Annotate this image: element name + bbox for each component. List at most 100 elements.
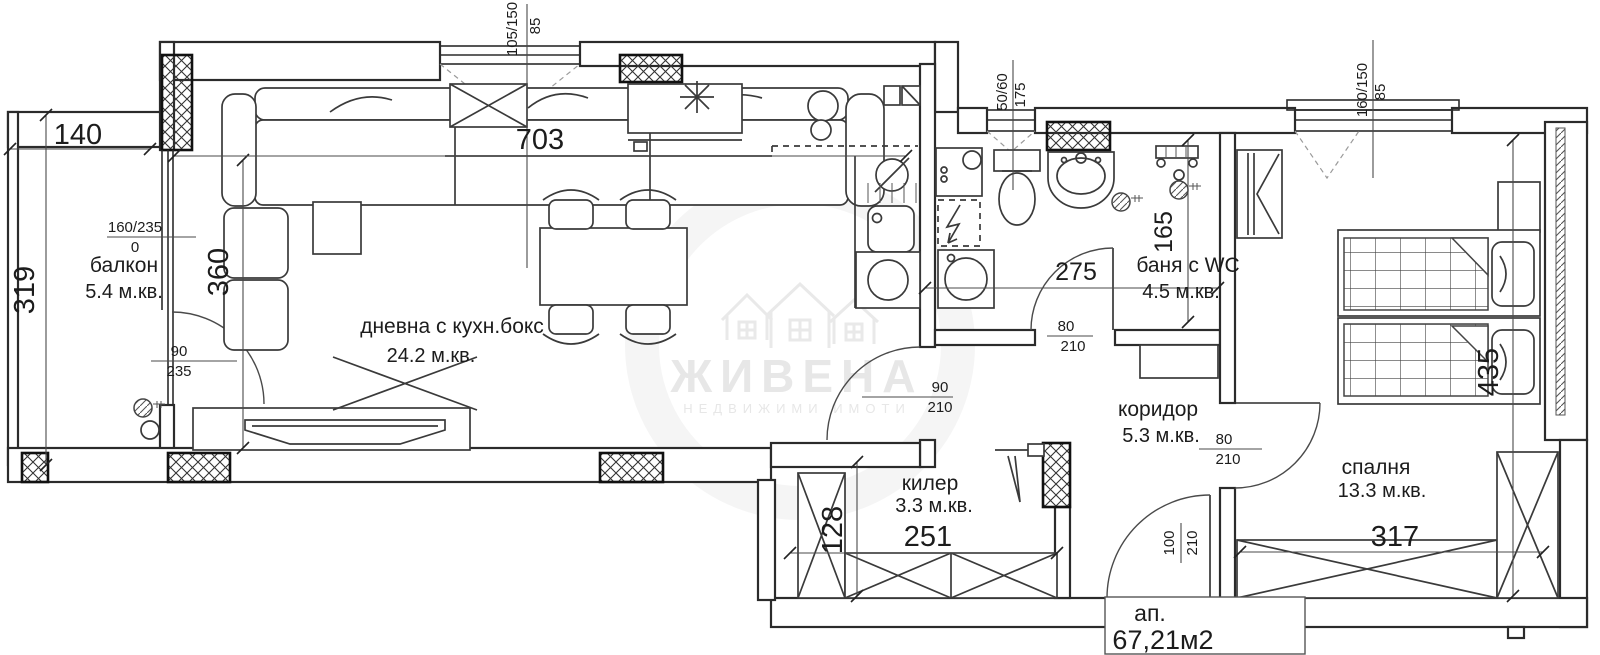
room-area-corridor: 5.3 м.кв. — [1122, 425, 1200, 447]
corridor-cabinet — [1139, 344, 1219, 379]
room-label-corridor: коридор — [1118, 398, 1198, 421]
watermark-house-icon — [720, 281, 880, 348]
living-door-swing — [826, 346, 921, 441]
wall-top-bath-left — [956, 106, 989, 135]
room-area-bedroom: 13.3 м.кв. — [1338, 480, 1427, 502]
wall-bedroom-west-upper — [1218, 131, 1237, 405]
dim-bathroom-depth: 165 — [1150, 211, 1178, 253]
columns — [20, 53, 1112, 509]
wall-insulation-strip — [1555, 127, 1566, 416]
room-labels: балкон 5.4 м.кв. дневна с кухн.бокс 24.2… — [85, 254, 1426, 517]
radiators — [133, 169, 1201, 440]
storage-cabinet — [844, 552, 1058, 599]
bed-1 — [1337, 229, 1541, 317]
toilet — [993, 149, 1041, 226]
label-living-door-height: 210 — [927, 399, 952, 416]
balcony-parapet-top — [6, 110, 162, 149]
wall-bath-bottom-right — [1113, 328, 1222, 347]
column — [1041, 441, 1072, 509]
label-bathroom-window-size: 50/60 — [994, 73, 1011, 111]
column — [166, 451, 232, 484]
label-entrance-door-width: 100 — [1161, 530, 1178, 555]
wall-right-lower — [1558, 438, 1589, 629]
label-bedroom-door-width: 80 — [1216, 431, 1233, 448]
dim-bedroom-width: 317 — [1371, 521, 1419, 553]
balcony-window — [161, 150, 174, 405]
stove — [627, 81, 743, 152]
room-area-storage: 3.3 м.кв. — [895, 495, 973, 517]
watermark-brand: ЖИВЕНА — [670, 350, 924, 402]
room-label-bedroom: спалня — [1342, 456, 1411, 479]
dim-bedroom-depth: 435 — [1473, 348, 1505, 396]
room-label-bathroom: баня с WC — [1136, 254, 1239, 277]
dim-balcony-depth: 319 — [9, 266, 41, 314]
dish-drainer — [867, 157, 917, 203]
label-balcony-door-width: 90 — [171, 343, 188, 360]
wall-kitchen-bath-stub — [918, 438, 937, 469]
label-bathroom-window-sill: 175 — [1012, 82, 1029, 107]
dimension-lines — [3, 4, 1550, 603]
column — [1045, 120, 1112, 152]
kitchen-corner-unit — [883, 85, 921, 106]
apartment-title-box: ап. 67,21м2 — [1104, 596, 1306, 655]
label-bedroom-window-size: 160/150 — [1354, 63, 1371, 117]
bathroom-window — [986, 109, 1036, 153]
label-bathroom-door-height: 210 — [1060, 338, 1085, 355]
column — [618, 53, 684, 84]
boiler — [937, 199, 981, 247]
nightstand — [1497, 181, 1541, 233]
wall-right-upper — [1543, 120, 1589, 442]
apartment-label: ап. — [1134, 600, 1166, 626]
label-bedroom-door-height: 210 — [1215, 451, 1240, 468]
label-living-door-width: 90 — [932, 379, 949, 396]
room-label-storage: килер — [902, 472, 959, 495]
room-label-balcony: балкон — [90, 254, 158, 277]
bedroom-wardrobe — [1496, 451, 1559, 599]
wall-storage-left — [756, 478, 777, 602]
label-living-window-sill: 85 — [527, 18, 544, 35]
dim-balcony-width: 140 — [54, 119, 102, 151]
column — [598, 451, 665, 484]
wall-kitchen-bath — [918, 62, 937, 349]
coffee-table — [312, 201, 362, 255]
wall-bottom-tab — [1506, 625, 1526, 640]
bedroom-dresser — [1236, 539, 1498, 599]
kitchen-sink — [867, 205, 915, 253]
room-area-balcony: 5.4 м.кв. — [85, 281, 163, 303]
dimension-texts: 140 319 360 703 275 165 435 317 251 128 — [9, 119, 1505, 554]
doors — [171, 247, 1321, 599]
dim-storage-depth: 128 — [817, 506, 849, 554]
wall-bath-bottom-left — [933, 328, 1037, 347]
label-bathroom-door-width: 80 — [1058, 318, 1075, 335]
wall-bottom-left-of-entrance — [769, 596, 1109, 629]
room-area-living: 24.2 м.кв. — [387, 345, 476, 367]
shower-unit — [935, 147, 983, 197]
dim-storage-width: 251 — [904, 521, 952, 553]
radiator-icon — [1111, 192, 1143, 212]
kitchen-sink-burners — [807, 90, 839, 141]
washing-machine-kitchen — [855, 251, 921, 309]
bedroom-mirror-wardrobe — [1236, 149, 1283, 239]
room-area-bathroom: 4.5 м.кв. — [1142, 281, 1220, 303]
label-entrance-door-height: 210 — [1184, 530, 1201, 555]
dim-living-depth: 360 — [203, 248, 235, 296]
bed-2 — [1337, 317, 1541, 405]
wall-step — [933, 40, 960, 114]
column — [160, 53, 194, 152]
dining-set — [539, 189, 688, 345]
radiator-icon — [133, 398, 165, 440]
label-balcony-door-height: 235 — [166, 363, 191, 380]
coat-rack — [995, 443, 1045, 503]
label-bedroom-window-sill: 85 — [1372, 84, 1389, 101]
entrance-door — [1106, 494, 1211, 599]
bath-sink — [1047, 151, 1115, 209]
storage-wardrobe — [797, 472, 846, 599]
towel-rail — [1155, 145, 1199, 168]
wall-storage-top — [769, 441, 922, 469]
room-label-living: дневна с кухн.бокс — [360, 315, 544, 338]
wall-top-left — [158, 40, 442, 82]
apartment-area: 67,21м2 — [1112, 625, 1213, 655]
watermark-tagline: НЕДВИЖИМИ ИМОТИ — [683, 401, 911, 416]
